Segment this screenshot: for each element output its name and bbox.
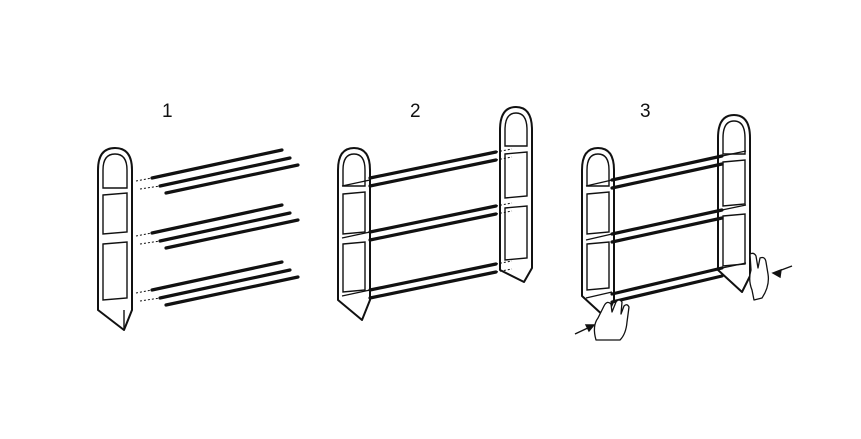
step-2-left-frame bbox=[337, 147, 371, 321]
step-2-right-frame bbox=[499, 106, 533, 283]
step-1-side-frame bbox=[97, 147, 133, 331]
left-push-arrow-icon bbox=[574, 324, 596, 335]
step-3-right-frame bbox=[717, 114, 751, 293]
step-1-rods-top bbox=[135, 148, 300, 195]
right-push-arrow-icon bbox=[771, 265, 793, 279]
step-3-rods bbox=[585, 150, 747, 304]
step-2-illustration bbox=[337, 106, 533, 321]
step-1-illustration bbox=[97, 147, 300, 331]
left-hand-icon bbox=[593, 299, 630, 341]
step-3-number: 3 bbox=[640, 101, 651, 122]
right-hand-icon bbox=[749, 252, 770, 301]
step-3-left-frame bbox=[581, 147, 615, 319]
step-1-rods-middle bbox=[135, 203, 300, 250]
step-2-rods bbox=[341, 148, 513, 300]
step-3-illustration bbox=[574, 114, 793, 341]
step-1-rods-bottom bbox=[135, 260, 300, 307]
step-1-number: 1 bbox=[162, 101, 173, 122]
step-2-number: 2 bbox=[410, 101, 421, 122]
